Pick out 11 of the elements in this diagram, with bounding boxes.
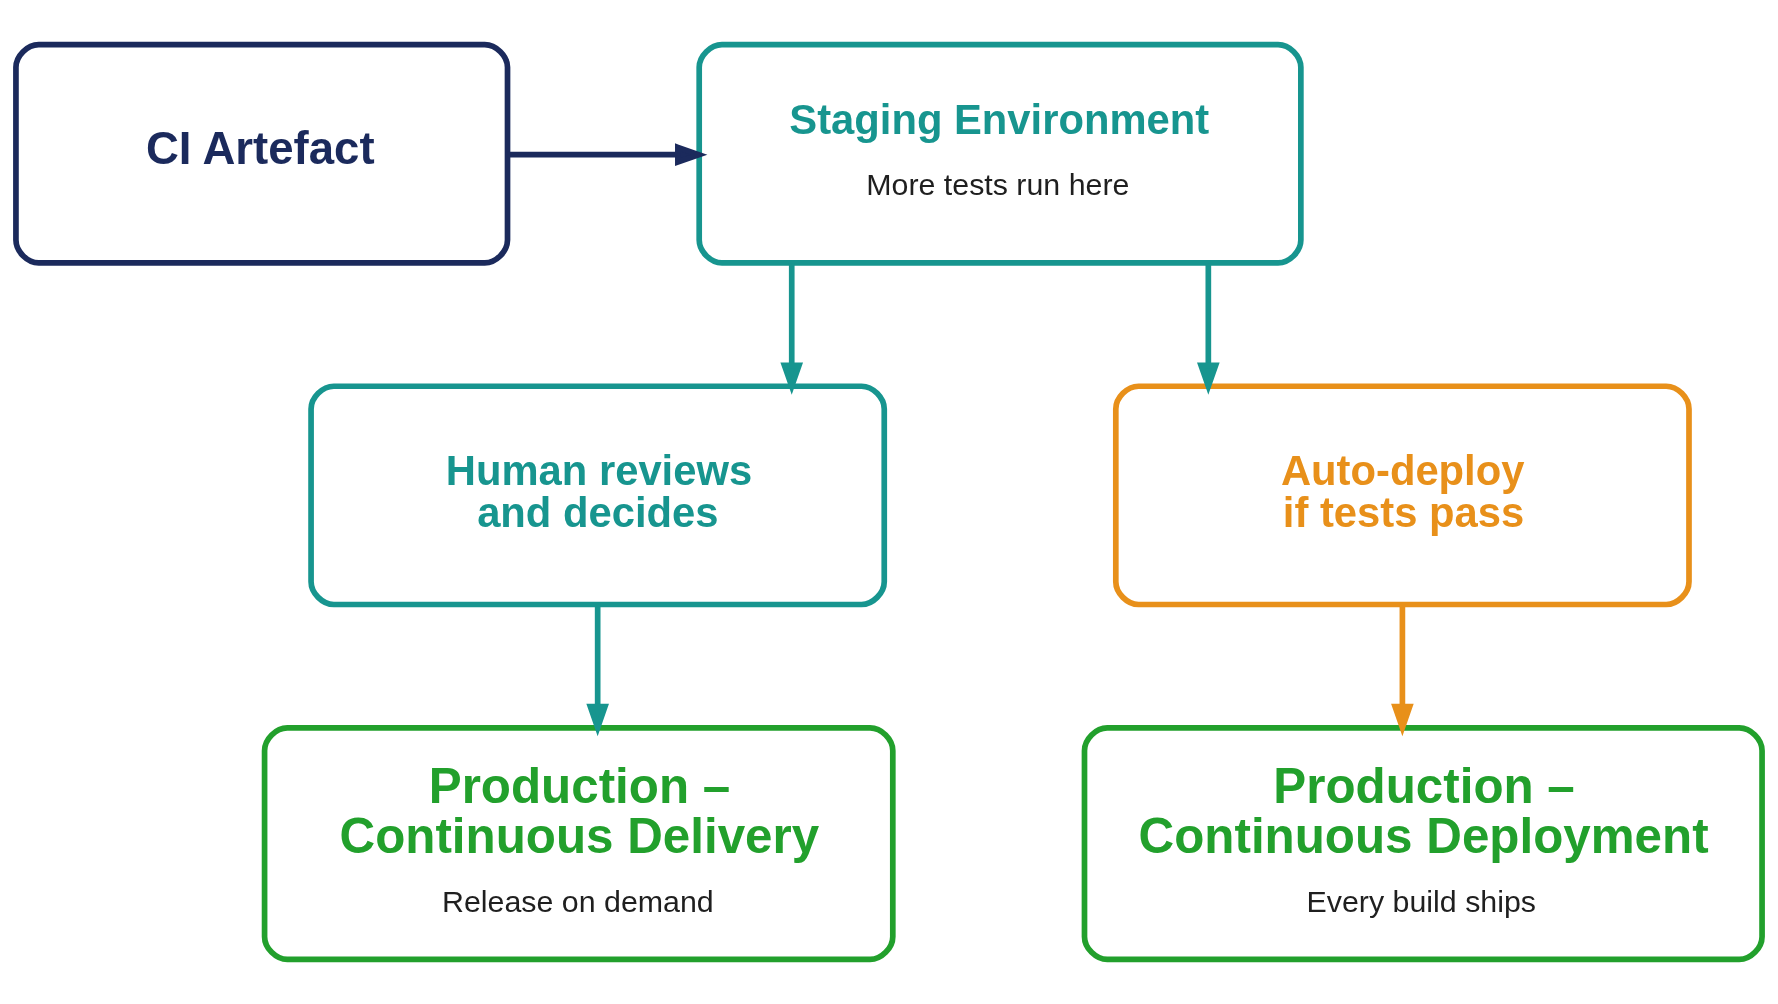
arrow: [507, 143, 708, 166]
node-box: Production – Continuous Deployment Every build ships: [1081, 725, 1765, 963]
node-box: Human reviews and decides: [308, 383, 888, 608]
arrow: [586, 604, 609, 737]
node-box: Auto-deploy if tests pass: [1112, 383, 1692, 608]
node-box: Staging Environment More tests run here: [696, 41, 1304, 266]
arrow: [1197, 263, 1220, 395]
arrow: [780, 263, 804, 395]
arrow: [1391, 604, 1414, 737]
node-box: Production – Continuous Delivery Release on demand: [261, 725, 896, 963]
node-box: CI Artefact: [13, 41, 511, 266]
